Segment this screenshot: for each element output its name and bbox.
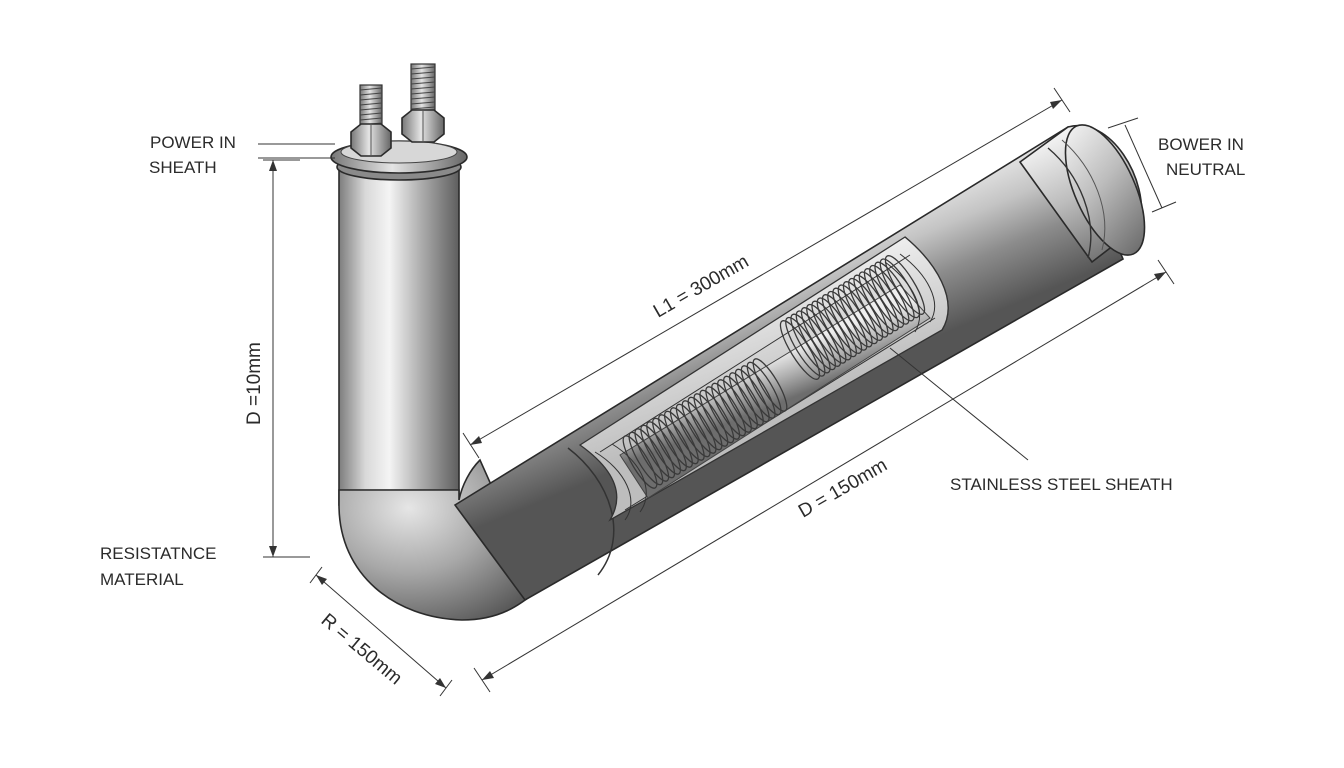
coil-turn <box>658 414 693 468</box>
coil-turn <box>728 372 764 426</box>
coil-turn <box>693 393 729 447</box>
bolt-thread <box>359 117 383 121</box>
bolt-thread <box>359 92 383 96</box>
label-power-in-neutral-2: NEUTRAL <box>1166 160 1245 179</box>
coil-turn <box>669 407 705 461</box>
leader-lines <box>258 117 1177 558</box>
coil-turn <box>874 261 915 322</box>
coil-turn <box>675 403 711 458</box>
bolt-thread <box>410 86 436 90</box>
bolt-thread <box>410 91 436 95</box>
bolt-thread <box>410 81 436 85</box>
coil-turn <box>640 424 676 479</box>
label-power-in-sheath-1: POWER IN <box>150 133 236 152</box>
label-resistance-1: RESISTATNCE <box>100 544 217 563</box>
coil-turn <box>746 361 782 416</box>
coil-turn <box>699 389 735 444</box>
coil-turn <box>622 435 658 489</box>
coil-turn <box>646 421 682 475</box>
coil-turn <box>687 396 723 451</box>
coil-turn <box>734 368 770 423</box>
bolt-thread <box>359 87 383 91</box>
label-power-in-sheath-2: SHEATH <box>149 158 217 177</box>
end-cap <box>1018 124 1146 264</box>
label-power-in-neutral-1: BOWER IN <box>1158 135 1244 154</box>
coil-turn <box>711 382 747 437</box>
dim-text-l1: L1 = 300mm <box>650 251 752 322</box>
bolt-thread <box>410 101 436 105</box>
dim-text-radius-r: R = 150mm <box>317 610 406 690</box>
resistance-coil-upper <box>779 255 926 380</box>
coil-turn <box>717 379 752 433</box>
coil-turn <box>705 386 741 440</box>
bolt-thread <box>410 71 436 75</box>
dim-text-vertical-d: D =10mm <box>244 342 265 425</box>
label-resistance-2: MATERIAL <box>100 570 184 589</box>
bolt-thread <box>410 66 436 70</box>
bolt-thread <box>410 106 436 110</box>
coil-turn <box>652 417 687 472</box>
terminal-bolt-right <box>401 63 445 143</box>
coil-turn <box>663 410 699 465</box>
terminal-bolt-left <box>350 84 392 157</box>
coil-turn <box>723 375 758 430</box>
dimension-vertical-d <box>263 159 300 558</box>
coil-retainer-rings <box>594 253 935 521</box>
bolt-thread <box>359 112 383 116</box>
coil-turn <box>884 255 926 315</box>
coil-turn <box>752 358 788 412</box>
bolt-thread <box>359 107 383 111</box>
dimension-diagonal-d <box>473 259 1175 693</box>
dimension-radius-r <box>309 566 453 697</box>
bolt-thread <box>359 102 383 106</box>
bolt-thread <box>410 96 436 100</box>
coil-turn <box>634 428 670 482</box>
resistance-coil-lower <box>622 358 788 489</box>
coil-turn <box>740 365 776 419</box>
bolt-thread <box>410 76 436 80</box>
vertical-tube <box>338 164 460 506</box>
dimension-length-l1 <box>462 87 1071 459</box>
bolt-thread <box>359 97 383 101</box>
label-stainless-steel-sheath: STAINLESS STEEL SHEATH <box>950 475 1173 494</box>
coil-turn <box>681 400 717 454</box>
coil-turn <box>628 431 664 486</box>
